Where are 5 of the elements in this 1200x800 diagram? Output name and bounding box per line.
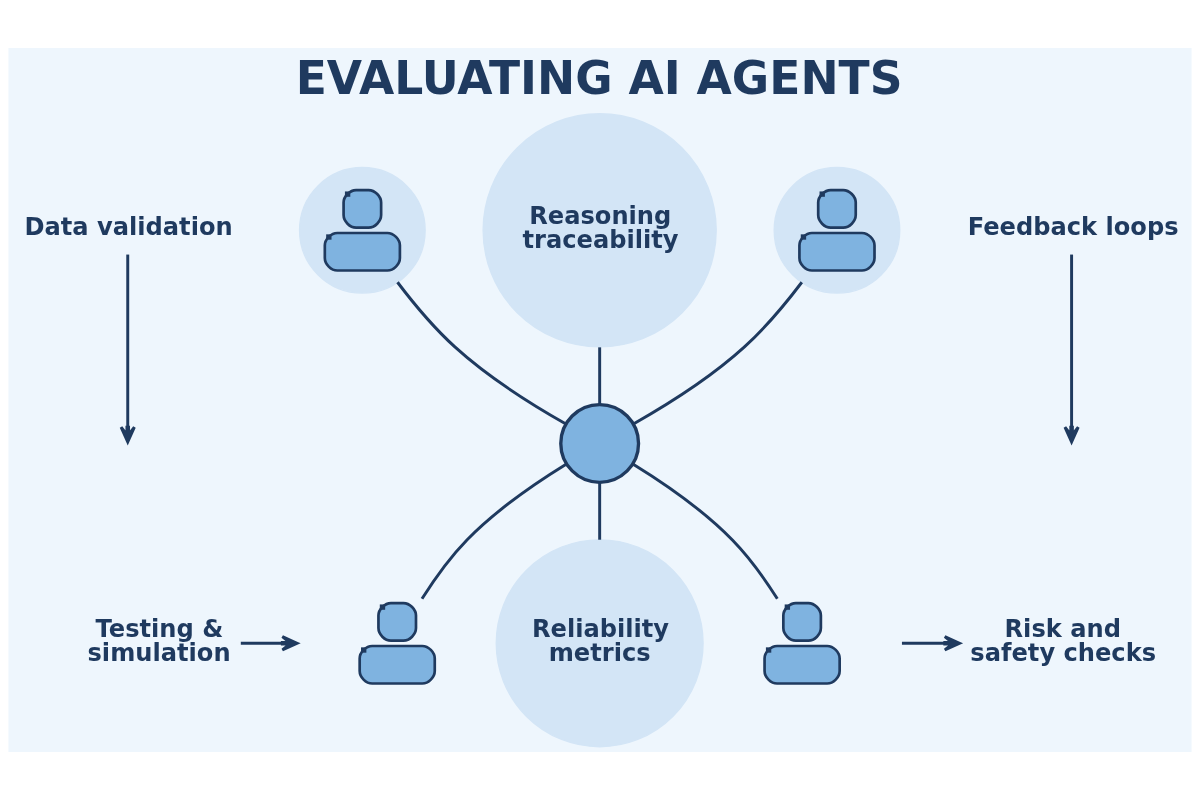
node-text: Feedback loops <box>967 212 1179 241</box>
node-text: Data validation <box>24 212 233 241</box>
node-text: Risk and safety checks <box>970 615 1157 668</box>
diagram-title: EVALUATING AI AGENTS <box>295 51 903 105</box>
node-text: Testing & simulation <box>87 615 231 668</box>
